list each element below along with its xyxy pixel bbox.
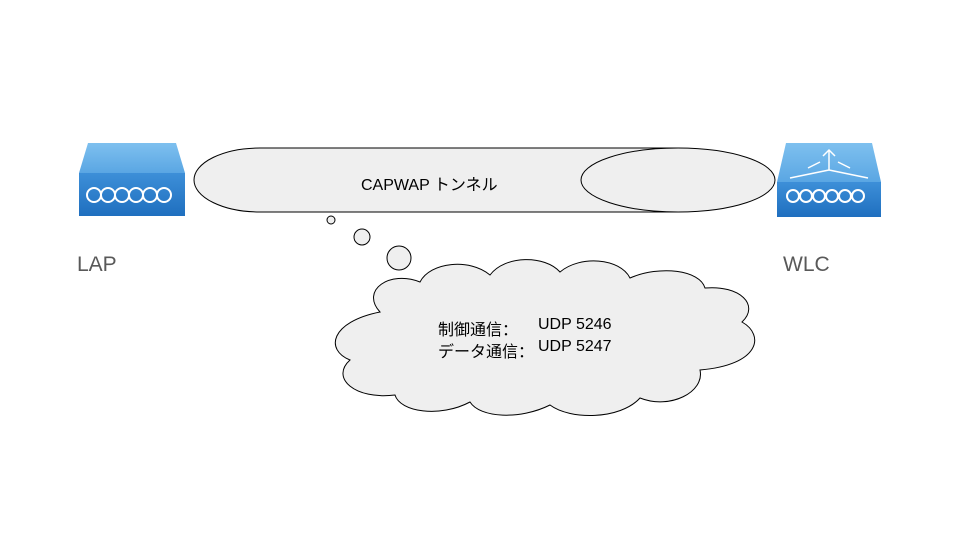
control-comm-label: 制御通信： (438, 322, 519, 339)
data-comm-label: データ通信： (438, 344, 535, 361)
capwap-tunnel (193, 147, 776, 213)
tunnel-label: CAPWAP トンネル (361, 177, 498, 194)
data-comm-port: UDP 5247 (538, 338, 612, 355)
wlc-label: WLC (783, 253, 830, 276)
access-point-icon (79, 143, 185, 216)
wireless-controller-icon (777, 143, 881, 217)
callout-cloud (334, 259, 756, 416)
control-comm-port: UDP 5246 (538, 316, 612, 333)
lap-label: LAP (77, 253, 117, 276)
thought-bubbles (326, 215, 412, 271)
